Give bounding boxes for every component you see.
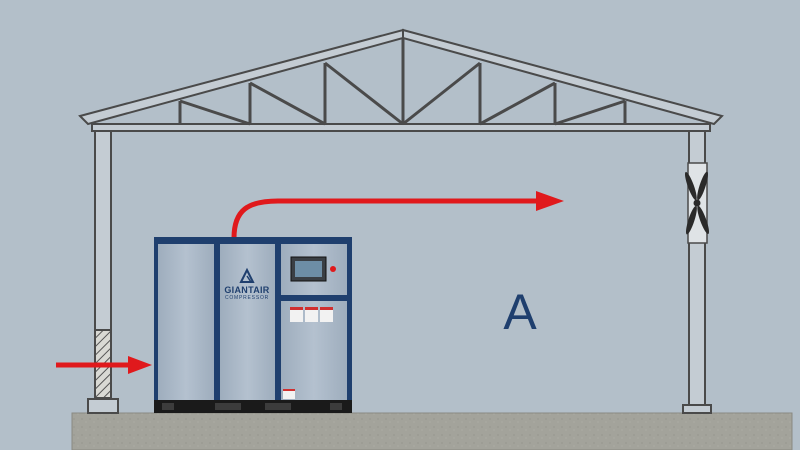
warning-label bbox=[290, 307, 303, 322]
concrete-floor bbox=[71, 412, 793, 450]
intake-arrow bbox=[56, 356, 152, 374]
exhaust-arrow bbox=[231, 191, 564, 239]
warning-label bbox=[320, 307, 333, 322]
giantair-logo-icon bbox=[239, 267, 255, 283]
arrow-right-icon bbox=[128, 356, 152, 374]
building-structure bbox=[78, 28, 724, 414]
brand-subtitle: COMPRESSOR bbox=[225, 295, 269, 301]
brand-name: GIANTAIR bbox=[224, 285, 269, 295]
right-column-base bbox=[682, 404, 712, 414]
warning-label bbox=[283, 389, 295, 399]
roof-rafter-left bbox=[78, 28, 404, 126]
left-column-base bbox=[87, 398, 119, 414]
zone-label: A bbox=[503, 284, 537, 340]
roof-rafter-right bbox=[402, 28, 724, 126]
warning-label bbox=[305, 307, 318, 322]
air-compressor: GIANTAIR COMPRESSOR bbox=[154, 237, 352, 413]
roof-truss-web bbox=[178, 38, 627, 126]
roof-bottom-chord bbox=[91, 123, 711, 132]
exhaust-fan bbox=[684, 162, 710, 244]
emergency-stop-button bbox=[330, 266, 336, 272]
fan-icon bbox=[684, 171, 710, 235]
arrow-right-icon bbox=[536, 191, 564, 211]
compressor-base bbox=[154, 400, 352, 413]
